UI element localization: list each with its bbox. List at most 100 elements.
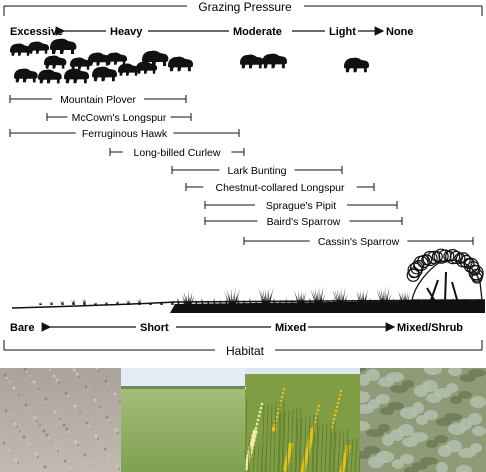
grass-tuft-icon — [441, 297, 444, 305]
grass-tuft-icon — [405, 298, 408, 305]
species-label: Cassin's Sparrow — [318, 236, 400, 248]
bison-icon — [136, 61, 158, 74]
photo-short-grass — [121, 368, 245, 472]
bison-icon — [88, 52, 111, 66]
habitat-scale: Bare Short Mixed Mixed/Shrub — [10, 322, 463, 334]
grass-tuft-icon — [267, 299, 270, 305]
grass-tuft-icon — [321, 297, 324, 305]
bison-icon — [344, 57, 370, 73]
grass-tuft-icon — [411, 299, 414, 305]
grass-tuft-icon — [363, 299, 366, 305]
grazing-label-excessive: Excessive — [10, 26, 63, 38]
vegetation-silhouette — [11, 248, 486, 313]
grass-tuft-icon — [399, 299, 402, 305]
bison-icon — [240, 54, 264, 69]
bison-icon — [44, 55, 67, 69]
grass-tuft-icon — [393, 297, 396, 305]
ground-line — [11, 299, 486, 309]
photo-bare-ground — [0, 368, 121, 472]
grass-tuft-icon — [310, 286, 326, 305]
grass-tuft-icon — [237, 297, 240, 305]
grass-tuft-icon — [60, 300, 64, 305]
grass-tuft-icon — [369, 297, 372, 305]
grass-tuft-icon — [332, 287, 348, 305]
species-range-5: Chestnut-collared Longspur — [185, 180, 375, 194]
grass-tuft-icon — [381, 297, 384, 305]
grazing-label-heavy: Heavy — [110, 26, 143, 38]
species-label: Chestnut-collared Longspur — [216, 182, 345, 194]
species-label: Sprague's Pipit — [266, 200, 336, 212]
grass-tuft-icon — [375, 299, 378, 305]
bison-icon — [28, 41, 50, 54]
bison-icon — [64, 68, 90, 84]
grass-tuft-icon — [183, 299, 186, 305]
species-label: Baird's Sparrow — [267, 216, 341, 228]
grass-tuft-icon — [71, 299, 75, 305]
grass-tuft-icon — [243, 299, 246, 305]
grazing-scale: Excessive Heavy Moderate Light None — [10, 26, 414, 38]
grass-tuft-icon — [423, 299, 426, 305]
bison-icon — [10, 43, 32, 56]
grass-tuft-icon — [398, 290, 410, 305]
grass-tuft-icon — [38, 302, 42, 305]
grass-tuft-icon — [93, 302, 97, 305]
grass-tuft-icon — [387, 299, 390, 305]
species-label: Lark Bunting — [228, 165, 287, 177]
habitat-title: Habitat — [226, 344, 265, 358]
grass-tuft-icon — [181, 291, 195, 305]
grass-tuft-icon — [339, 299, 342, 305]
grass-tuft-icon — [285, 297, 288, 305]
grass-tuft-icon — [465, 297, 468, 305]
grass-tuft-icon — [249, 297, 252, 305]
species-range-1: McCown's Longspur — [46, 110, 192, 124]
grazing-pressure-title: Grazing Pressure — [198, 0, 292, 14]
bison-icon — [92, 66, 118, 82]
grass-tuft-icon — [177, 297, 180, 305]
grass-tuft-icon — [82, 298, 86, 305]
bison-icon — [70, 57, 92, 70]
grass-tuft-icon — [201, 297, 204, 305]
bison-icon — [118, 63, 140, 76]
grass-tuft-icon — [453, 297, 456, 305]
grass-tuft-icon — [459, 299, 462, 305]
species-label: Long-billed Curlew — [134, 147, 221, 159]
bison-icon — [168, 56, 194, 72]
photo-sagebrush-shrub — [360, 368, 486, 472]
grass-tuft-icon — [261, 297, 264, 305]
grass-tuft-icon — [291, 299, 294, 305]
grass-tuft-icon — [315, 299, 318, 305]
grass-tuft-icon — [294, 290, 306, 305]
habitat-label-short: Short — [140, 322, 169, 334]
bottom-bracket — [3, 340, 483, 351]
habitat-label-mixed: Mixed — [275, 322, 306, 334]
grass-tuft-icon — [333, 297, 336, 305]
grass-tuft-icon — [115, 300, 119, 305]
habitat-label-mixed-shrub: Mixed/Shrub — [397, 322, 463, 334]
grass-tuft-icon — [195, 299, 198, 305]
grass-tuft-icon — [231, 299, 234, 305]
species-range-8: Cassin's Sparrow — [243, 234, 474, 248]
grass-tuft-icon — [376, 286, 392, 305]
species-range-4: Lark Bunting — [171, 163, 343, 177]
grass-tuft-icon — [225, 297, 228, 305]
diagram-svg: Grazing Pressure Excessive Heavy Moderat… — [3, 0, 486, 358]
grazing-label-moderate: Moderate — [233, 26, 282, 38]
bison-icon — [50, 38, 77, 54]
habitat-label-bare: Bare — [10, 322, 34, 334]
grazing-label-light: Light — [329, 26, 356, 38]
grass-tuft-icon — [303, 299, 306, 305]
grass-tuft-icon — [49, 301, 53, 305]
grass-tuft-icon — [357, 297, 360, 305]
species-range-0: Mountain Plover — [9, 92, 187, 106]
species-range-3: Long-billed Curlew — [109, 145, 245, 159]
grass-tuft-icon — [435, 299, 438, 305]
grass-tuft-icon — [137, 298, 141, 305]
grass-tuft-icon — [159, 301, 163, 305]
species-label: Ferruginous Hawk — [82, 128, 168, 140]
grass-tuft-icon — [104, 301, 108, 305]
grass-tuft-icon — [219, 299, 222, 305]
bison-icon — [262, 53, 288, 69]
grass-tuft-icon — [126, 299, 130, 305]
